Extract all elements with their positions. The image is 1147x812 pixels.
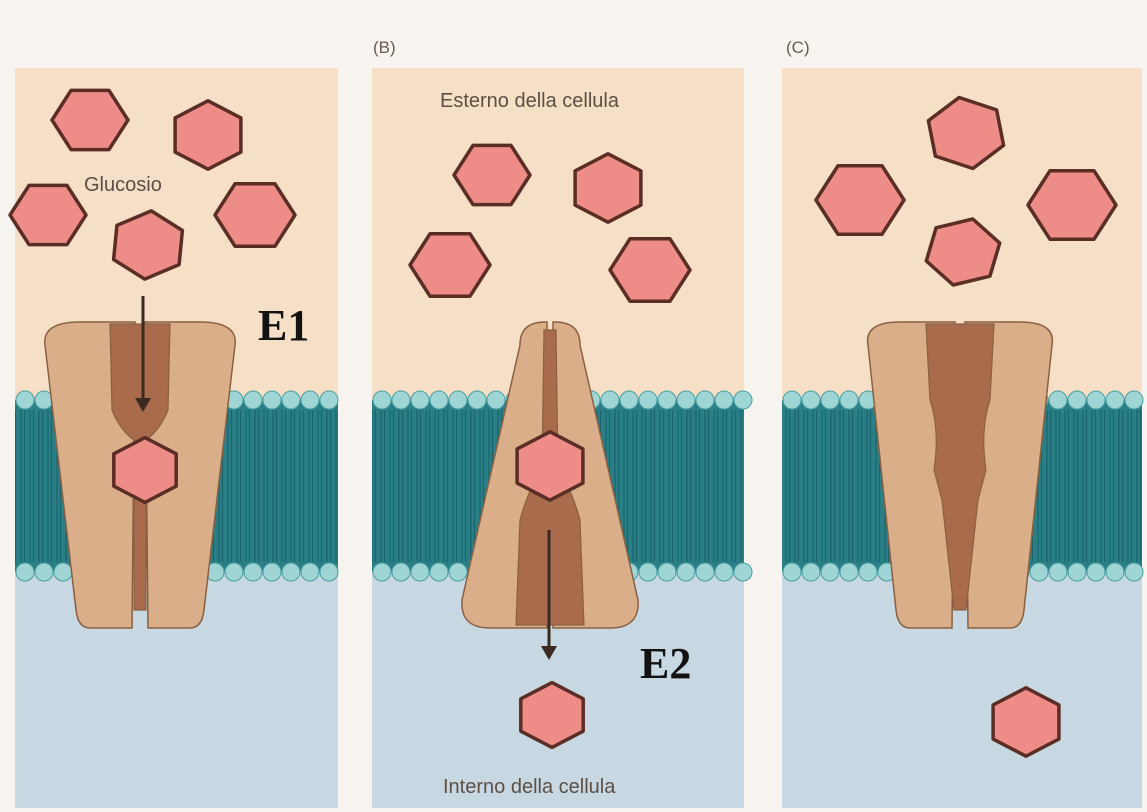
phospholipid-head (320, 391, 338, 409)
phospholipid-head (734, 563, 752, 581)
phospholipid-head (821, 391, 839, 409)
phospholipid-head (783, 391, 801, 409)
panel-b-label: (B) (373, 38, 396, 58)
phospholipid-head (1049, 391, 1067, 409)
phospholipid-head (677, 391, 695, 409)
phospholipid-head (696, 391, 714, 409)
phospholipid-head (225, 563, 243, 581)
glucose-molecule (517, 432, 583, 500)
glucose-molecule (610, 239, 690, 301)
phospholipid-head (449, 391, 467, 409)
phospholipid-head (373, 391, 391, 409)
phospholipid-head (392, 563, 410, 581)
phospholipid-head (35, 563, 53, 581)
phospholipid-head (1030, 563, 1048, 581)
phospholipid-head (840, 563, 858, 581)
phospholipid-head (1087, 563, 1105, 581)
phospholipid-head (16, 391, 34, 409)
phospholipid-head (620, 391, 638, 409)
phospholipid-head (301, 563, 319, 581)
phospholipid-head (821, 563, 839, 581)
glucose-molecule (215, 184, 295, 246)
phospholipid-head (601, 391, 619, 409)
glucose-molecule (521, 683, 583, 748)
inside-cell-label: Interno della cellula (443, 776, 615, 799)
glucose-molecule (410, 234, 490, 296)
phospholipid-head (1125, 391, 1143, 409)
phospholipid-head (696, 563, 714, 581)
glucose-molecule (114, 438, 176, 503)
phospholipid-head (468, 391, 486, 409)
phospholipid-head (639, 563, 657, 581)
phospholipid-head (430, 391, 448, 409)
phospholipid-head (16, 563, 34, 581)
glucose-molecule (454, 145, 530, 204)
phospholipid-head (263, 563, 281, 581)
phospholipid-head (1068, 563, 1086, 581)
phospholipid-head (1087, 391, 1105, 409)
transporter-state-c (868, 322, 1053, 628)
phospholipid-head (715, 391, 733, 409)
outside-cell-label: Esterno della cellula (440, 90, 619, 113)
glucose-molecule (993, 688, 1059, 756)
phospholipid-head (373, 563, 391, 581)
glucose-molecule (10, 185, 86, 244)
phospholipid-head (282, 391, 300, 409)
phospholipid-head (449, 563, 467, 581)
phospholipid-head (715, 563, 733, 581)
phospholipid-head (802, 563, 820, 581)
phospholipid-head (840, 391, 858, 409)
phospholipid-head (658, 563, 676, 581)
glucose-molecule (175, 101, 241, 169)
phospholipid-head (244, 563, 262, 581)
phospholipid-head (734, 391, 752, 409)
phospholipid-head (54, 563, 72, 581)
phospholipid-head (430, 563, 448, 581)
phospholipid-head (1049, 563, 1067, 581)
panel-c-label: (C) (786, 38, 810, 58)
phospholipid-head (639, 391, 657, 409)
glucose-molecule (575, 154, 641, 222)
phospholipid-head (1125, 563, 1143, 581)
state-e2-label: E2 (640, 638, 691, 689)
phospholipid-head (677, 563, 695, 581)
phospholipid-head (1106, 391, 1124, 409)
phospholipid-head (282, 563, 300, 581)
phospholipid-head (301, 391, 319, 409)
phospholipid-head (392, 391, 410, 409)
phospholipid-head (658, 391, 676, 409)
phospholipid-head (487, 391, 505, 409)
phospholipid-head (411, 391, 429, 409)
phospholipid-head (1068, 391, 1086, 409)
phospholipid-head (783, 563, 801, 581)
glucose-label: Glucosio (84, 174, 162, 197)
phospholipid-head (1106, 563, 1124, 581)
phospholipid-head (244, 391, 262, 409)
phospholipid-head (859, 563, 877, 581)
state-e1-label: E1 (258, 300, 309, 351)
phospholipid-head (802, 391, 820, 409)
phospholipid-head (320, 563, 338, 581)
glucose-molecule (52, 90, 128, 149)
phospholipid-head (411, 563, 429, 581)
phospholipid-head (263, 391, 281, 409)
